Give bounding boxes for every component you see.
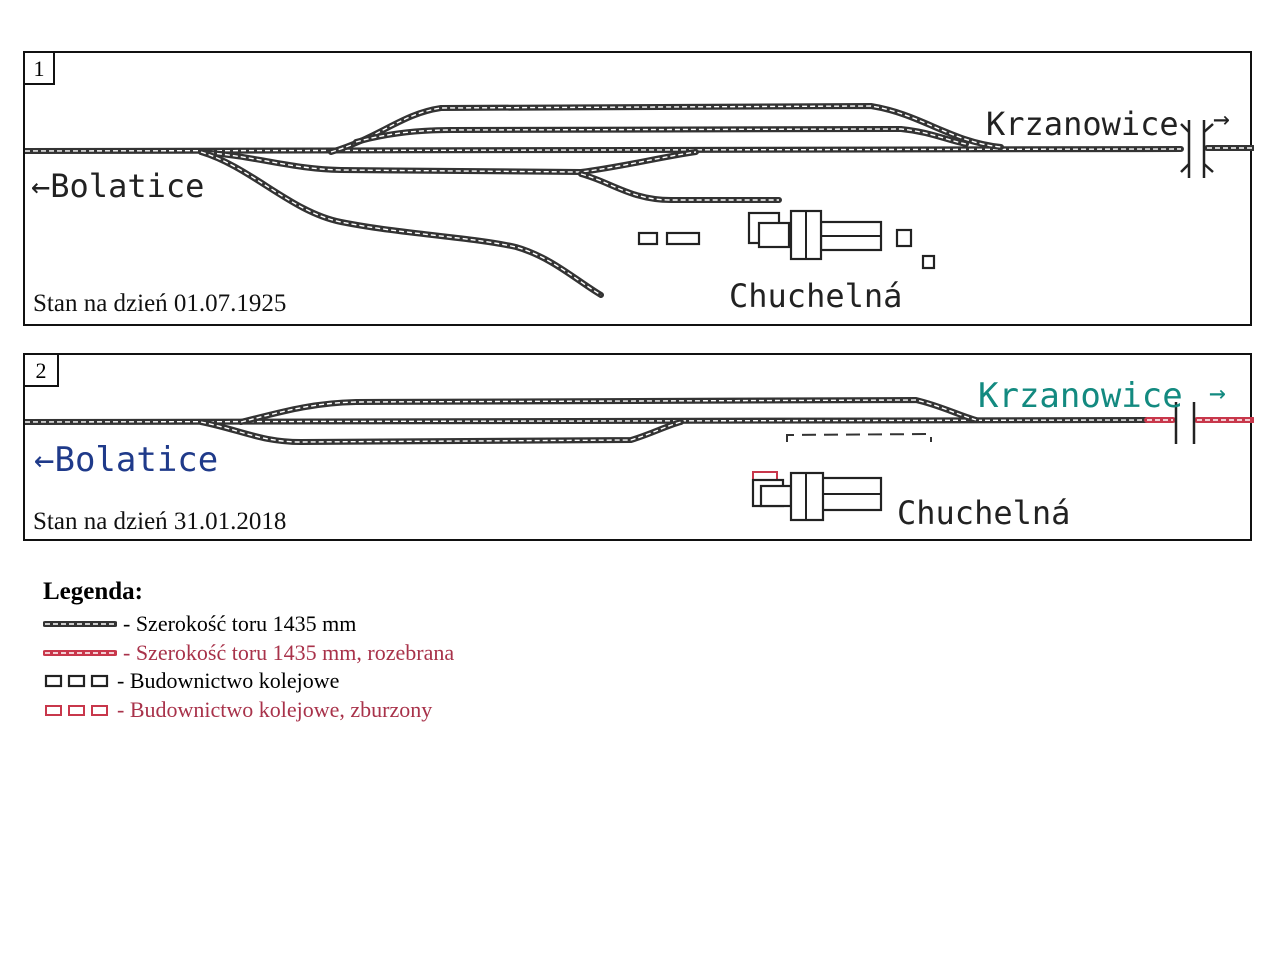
siding-track xyxy=(578,171,782,203)
east-destination-label: Krzanowice xyxy=(978,376,1183,416)
platform-dashed xyxy=(786,432,932,442)
east-arrow-icon: → xyxy=(1213,102,1230,135)
legend-label: - Budownictwo kolejowe xyxy=(117,668,340,694)
east-destination-label: Krzanowice xyxy=(986,105,1179,143)
station-name: Chuchelná xyxy=(729,277,902,315)
border-bridge-icon xyxy=(1174,402,1196,444)
station-name: Chuchelná xyxy=(897,494,1070,532)
state-date: Stan na dzień 01.07.1925 xyxy=(33,290,287,317)
building-small xyxy=(895,228,913,248)
legend-item-building: - Budownictwo kolejowe xyxy=(43,667,454,696)
legend-title: Legenda: xyxy=(43,578,143,605)
legend-label: - Budownictwo kolejowe, zburzony xyxy=(117,696,433,722)
track-swatch-icon xyxy=(43,621,117,628)
dismantled-track-swatch-icon xyxy=(43,649,117,656)
track-layout-1925: ←Bolatice Krzanowice → Chuchelná xyxy=(25,102,1254,315)
west-destination-label: ←Bolatice xyxy=(31,167,204,205)
tracks xyxy=(25,103,1254,298)
legend-item-demolished-building: - Budownictwo kolejowe, zburzony xyxy=(43,696,454,725)
building-small xyxy=(665,231,701,246)
station-building xyxy=(747,209,883,261)
diagram-panel-2018: 2 ←Bolatice Krzanowice → Chuchelná Stan xyxy=(23,353,1254,541)
station-track-2 xyxy=(198,419,684,445)
building-small xyxy=(921,254,936,270)
border-bridge-icon xyxy=(1180,120,1214,178)
demolished-building-swatch-icon xyxy=(45,704,108,716)
legend-label: - Szerokość toru 1435 mm xyxy=(123,611,357,637)
diagram-panel-1925: 1 xyxy=(23,51,1254,326)
panel-number: 1 xyxy=(25,53,55,85)
track-station-2 xyxy=(353,126,969,147)
legend: Legenda: - Szerokość toru 1435 mm - Szer… xyxy=(43,578,454,724)
east-arrow-icon: → xyxy=(1209,376,1226,409)
legend-label: - Szerokość toru 1435 mm, rozebrana xyxy=(123,639,455,665)
track-rail-highlight xyxy=(200,151,697,173)
track-layout-2018: ←Bolatice Krzanowice → Chuchelná xyxy=(25,376,1254,532)
buildings xyxy=(637,209,936,270)
state-date: Stan na dzień 31.01.2018 xyxy=(33,508,287,535)
building-swatch-icon xyxy=(44,675,109,688)
legend-item-track: - Szerokość toru 1435 mm xyxy=(43,610,454,639)
track-rail-highlight xyxy=(200,151,602,296)
west-destination-label: ←Bolatice xyxy=(34,440,218,480)
legend-item-dismantled-track: - Szerokość toru 1435 mm, rozebrana xyxy=(43,639,454,668)
panel-number: 2 xyxy=(25,355,59,387)
station-building xyxy=(751,471,883,522)
building-small xyxy=(637,231,659,246)
track-rail-highlight xyxy=(355,128,967,145)
track-rail-highlight xyxy=(580,173,779,201)
track-rail-highlight xyxy=(240,399,977,423)
track-rail-highlight xyxy=(200,421,682,443)
track-rail-highlight xyxy=(25,148,1182,152)
tracks xyxy=(25,397,1150,445)
